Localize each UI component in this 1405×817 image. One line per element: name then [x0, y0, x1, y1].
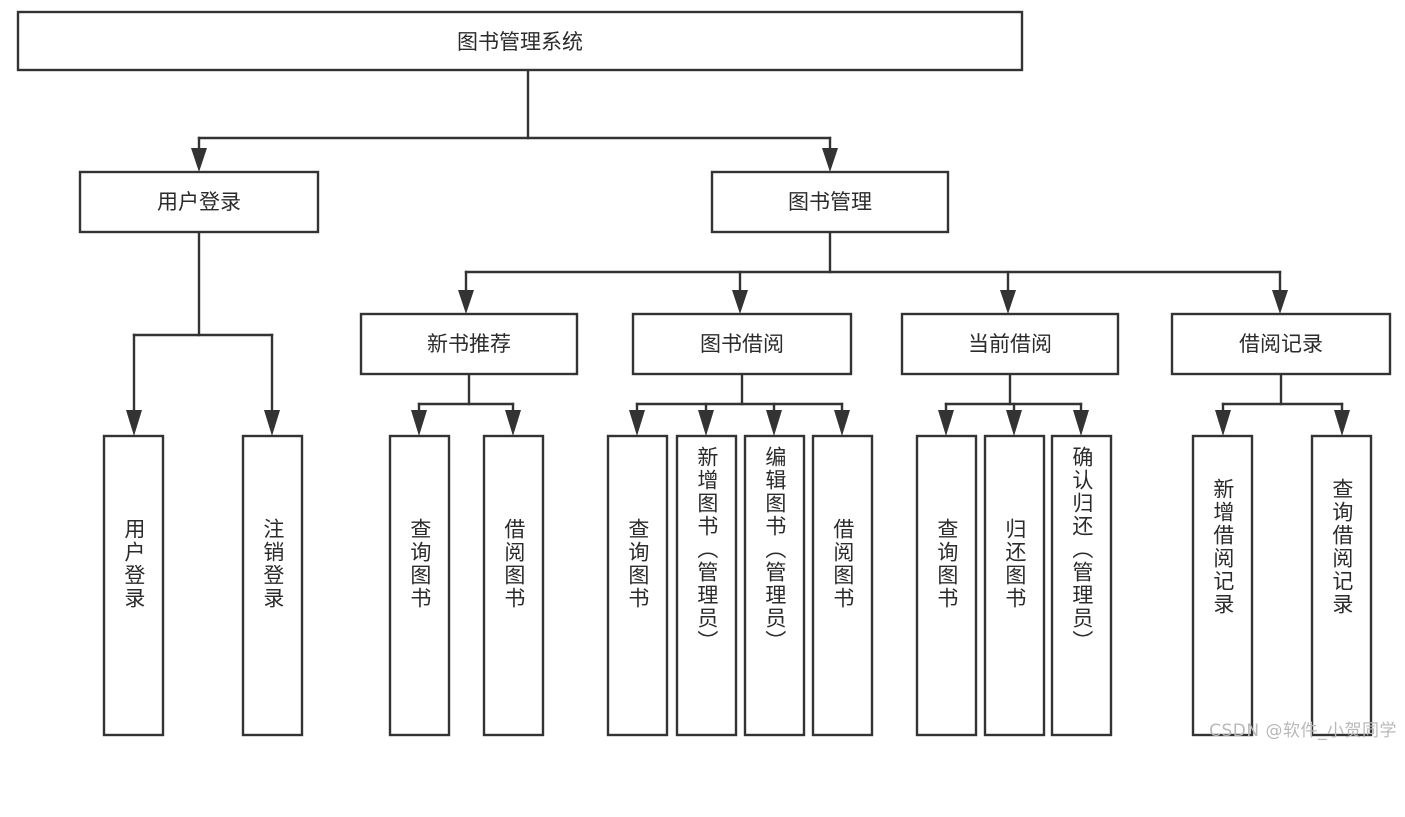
arrow-leaf-query-book-b: [629, 410, 645, 436]
arrow-leaf-logout: [264, 410, 280, 436]
node-box-leaf-user-login[interactable]: [102, 434, 165, 737]
arrow-leaf-return-book: [1006, 410, 1022, 436]
node-box-leaf-query-record[interactable]: [1310, 434, 1373, 737]
node-label-user-login: 用户登录: [157, 190, 241, 214]
connector-layer: [126, 68, 1350, 436]
node-box-book-manage[interactable]: [710, 170, 950, 234]
tree-svg-canvas: 图书管理系统 用户登录 图书管理 新书推荐 图书借阅 当前借阅 借阅记录: [16, 10, 1392, 737]
node-box-leaf-confirm-return[interactable]: [1050, 434, 1113, 737]
node-label-new-book-rec: 新书推荐: [427, 332, 511, 356]
node-box-leaf-query-book-b[interactable]: [606, 434, 669, 737]
node-layer: 图书管理系统 用户登录 图书管理 新书推荐 图书借阅 当前借阅 借阅记录: [16, 10, 1392, 737]
node-box-new-book-rec[interactable]: [359, 312, 579, 376]
arrow-leaf-query-book-c: [938, 410, 954, 436]
arrow-leaf-add-book: [698, 410, 714, 436]
org-chart-diagram: 图书管理系统 用户登录 图书管理 新书推荐 图书借阅 当前借阅 借阅记录: [16, 10, 1397, 741]
node-box-leaf-query-book-rec[interactable]: [388, 434, 451, 737]
arrow-leaf-edit-book: [766, 410, 782, 436]
node-box-leaf-query-book-c[interactable]: [915, 434, 978, 737]
arrow-book-borrow: [732, 290, 748, 314]
node-box-user-login[interactable]: [78, 170, 320, 234]
node-label-root: 图书管理系统: [457, 30, 583, 54]
arrow-user-login: [191, 148, 207, 172]
node-box-borrow-record[interactable]: [1170, 312, 1392, 376]
arrow-leaf-borrow-book-b: [834, 410, 850, 436]
arrow-leaf-user-login: [126, 410, 142, 436]
node-box-book-borrow[interactable]: [631, 312, 853, 376]
arrow-leaf-add-record: [1215, 410, 1231, 436]
arrow-new-book-rec: [458, 290, 474, 314]
node-box-leaf-return-book[interactable]: [983, 434, 1046, 737]
node-box-leaf-logout[interactable]: [241, 434, 304, 737]
node-box-root[interactable]: [16, 10, 1024, 72]
node-box-leaf-add-record[interactable]: [1191, 434, 1254, 737]
arrow-leaf-query-book-rec: [411, 410, 427, 436]
node-box-leaf-edit-book[interactable]: [743, 434, 806, 737]
node-box-leaf-borrow-book-rec[interactable]: [482, 434, 545, 737]
csdn-watermark: CSDN @软件_小贺同学: [1209, 721, 1397, 741]
node-label-borrow-record: 借阅记录: [1239, 332, 1323, 356]
node-box-leaf-add-book[interactable]: [675, 434, 738, 737]
node-label-book-borrow: 图书借阅: [700, 332, 784, 356]
arrow-leaf-query-record: [1334, 410, 1350, 436]
node-box-leaf-borrow-book-b[interactable]: [811, 434, 874, 737]
node-label-book-manage: 图书管理: [788, 190, 872, 214]
arrow-leaf-borrow-book-rec: [505, 410, 521, 436]
arrow-borrow-record: [1272, 290, 1288, 314]
arrow-book-manage: [822, 148, 838, 172]
arrow-leaf-confirm-return: [1073, 410, 1089, 436]
arrow-current-borrow: [1000, 290, 1016, 314]
node-label-current-borrow: 当前借阅: [968, 332, 1052, 356]
node-box-current-borrow[interactable]: [900, 312, 1120, 376]
